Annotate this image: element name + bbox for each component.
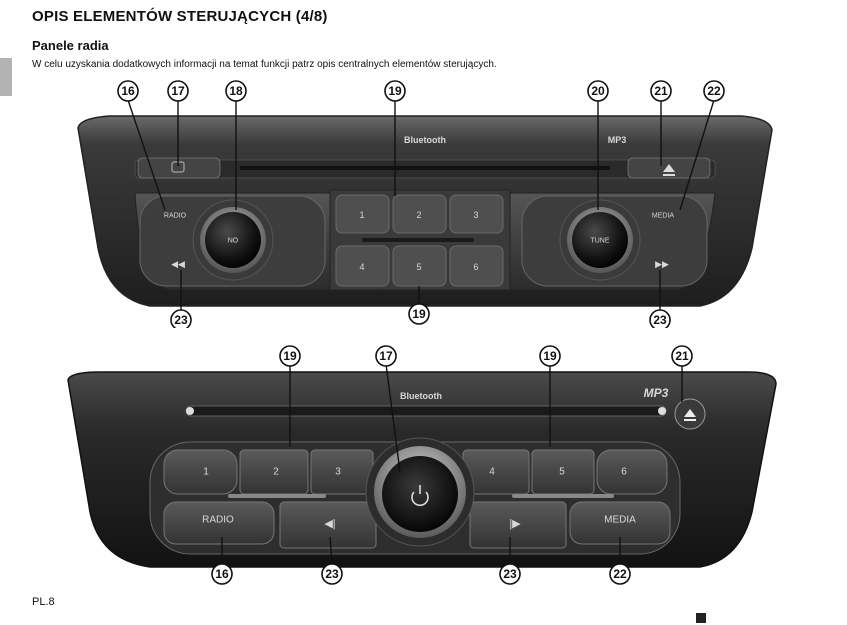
callout-23-top-left: 23 bbox=[170, 309, 192, 328]
preset-button-3-bottom[interactable] bbox=[310, 449, 374, 495]
media-label-bottom: MEDIA bbox=[604, 515, 636, 526]
svg-text:18: 18 bbox=[229, 84, 243, 98]
intro-text: W celu uzyskania dodatkowych informacji … bbox=[32, 59, 497, 70]
prev-icon: ◀| bbox=[324, 518, 335, 530]
svg-text:19: 19 bbox=[543, 349, 557, 363]
next-icon: |▶ bbox=[509, 518, 521, 530]
callout-22-bottom: 22 bbox=[609, 563, 631, 585]
svg-text:17: 17 bbox=[379, 349, 393, 363]
svg-text:23: 23 bbox=[174, 313, 188, 327]
radio-panel-bottom: Bluetooth MP3 1 2 3 4 5 6 RADIO MEDIA ◀|… bbox=[67, 345, 777, 585]
preset-label-5: 5 bbox=[416, 262, 421, 272]
page-title: OPIS ELEMENTÓW STERUJĄCYCH (4/8) bbox=[32, 8, 328, 25]
radio-label-bottom: RADIO bbox=[202, 515, 234, 526]
radio-button-bottom[interactable] bbox=[163, 501, 275, 545]
page-side-tab bbox=[0, 58, 12, 96]
preset-label-1-bottom: 1 bbox=[203, 467, 209, 478]
right-knob-label: TUNE bbox=[590, 238, 609, 245]
preset-button-4[interactable] bbox=[335, 245, 390, 287]
page-number: PL.8 bbox=[32, 596, 55, 608]
svg-text:17: 17 bbox=[171, 84, 185, 98]
svg-text:21: 21 bbox=[675, 349, 689, 363]
callout-19-bottom-right: 19 bbox=[539, 345, 561, 367]
svg-text:21: 21 bbox=[654, 84, 668, 98]
power-button[interactable] bbox=[137, 157, 221, 179]
media-button-top[interactable]: MEDIA bbox=[652, 213, 675, 220]
preset-label-6: 6 bbox=[473, 262, 478, 272]
preset-label-2-bottom: 2 bbox=[273, 467, 279, 478]
callout-20-top: 20 bbox=[587, 80, 609, 102]
callout-16-bottom: 16 bbox=[211, 563, 233, 585]
svg-text:19: 19 bbox=[283, 349, 297, 363]
svg-text:19: 19 bbox=[388, 84, 402, 98]
svg-text:16: 16 bbox=[215, 567, 229, 581]
mp3-label-bottom: MP3 bbox=[644, 386, 669, 400]
preset-button-2[interactable] bbox=[392, 194, 447, 234]
preset-label-5-bottom: 5 bbox=[559, 467, 565, 478]
callout-19-top-bottom: 19 bbox=[408, 303, 430, 325]
callout-22-top: 22 bbox=[703, 80, 725, 102]
brand-label-top: Bluetooth bbox=[404, 135, 446, 145]
svg-text:19: 19 bbox=[412, 307, 426, 321]
prev-button-top[interactable]: ◀◀ bbox=[171, 259, 185, 269]
next-button-top[interactable]: ▶▶ bbox=[655, 259, 669, 269]
end-marker bbox=[696, 613, 706, 623]
preset-button-6-bottom[interactable] bbox=[596, 449, 668, 495]
preset-button-1-bottom[interactable] bbox=[163, 449, 238, 495]
preset-button-6[interactable] bbox=[449, 245, 504, 287]
preset-label-3-bottom: 3 bbox=[335, 467, 341, 478]
callout-23-bottom-right: 23 bbox=[499, 563, 521, 585]
radio-panel-top: Bluetooth MP3 RADIO ◀◀ MEDIA ▶▶ NO TUNE … bbox=[77, 80, 773, 328]
svg-text:16: 16 bbox=[121, 84, 135, 98]
radio-button-top[interactable]: RADIO bbox=[164, 213, 187, 220]
callout-17-top: 17 bbox=[167, 80, 189, 102]
callout-21-top: 21 bbox=[650, 80, 672, 102]
preset-label-4-bottom: 4 bbox=[489, 467, 495, 478]
callout-21-bottom: 21 bbox=[671, 345, 693, 367]
preset-button-3[interactable] bbox=[449, 194, 504, 234]
section-subtitle: Panele radia bbox=[32, 38, 109, 53]
preset-label-1: 1 bbox=[359, 210, 364, 220]
next-button-bottom[interactable] bbox=[469, 501, 567, 549]
callout-17-bottom: 17 bbox=[375, 345, 397, 367]
svg-text:22: 22 bbox=[613, 567, 627, 581]
brand-label-bottom: Bluetooth bbox=[400, 391, 442, 401]
preset-button-1[interactable] bbox=[335, 194, 390, 234]
preset-label-2: 2 bbox=[416, 210, 421, 220]
svg-text:23: 23 bbox=[503, 567, 517, 581]
callout-16-top: 16 bbox=[117, 80, 139, 102]
callout-18-top: 18 bbox=[225, 80, 247, 102]
svg-text:20: 20 bbox=[591, 84, 605, 98]
svg-text:23: 23 bbox=[325, 567, 339, 581]
preset-label-4: 4 bbox=[359, 262, 364, 272]
preset-grid-top: 1 2 3 4 5 6 bbox=[335, 194, 504, 287]
callout-19-bottom-left: 19 bbox=[279, 345, 301, 367]
preset-row-bottom: 1 2 3 4 5 6 bbox=[163, 449, 668, 495]
preset-label-6-bottom: 6 bbox=[621, 467, 627, 478]
callout-23-top-right: 23 bbox=[649, 309, 671, 328]
preset-label-3: 3 bbox=[473, 210, 478, 220]
left-knob-label: NO bbox=[228, 238, 239, 245]
svg-text:22: 22 bbox=[707, 84, 721, 98]
callout-19-top: 19 bbox=[384, 80, 406, 102]
mp3-label-top: MP3 bbox=[608, 135, 627, 145]
prev-button-bottom[interactable] bbox=[279, 501, 377, 549]
callout-23-bottom-left: 23 bbox=[321, 563, 343, 585]
svg-text:23: 23 bbox=[653, 313, 667, 327]
power-icon bbox=[411, 485, 429, 507]
